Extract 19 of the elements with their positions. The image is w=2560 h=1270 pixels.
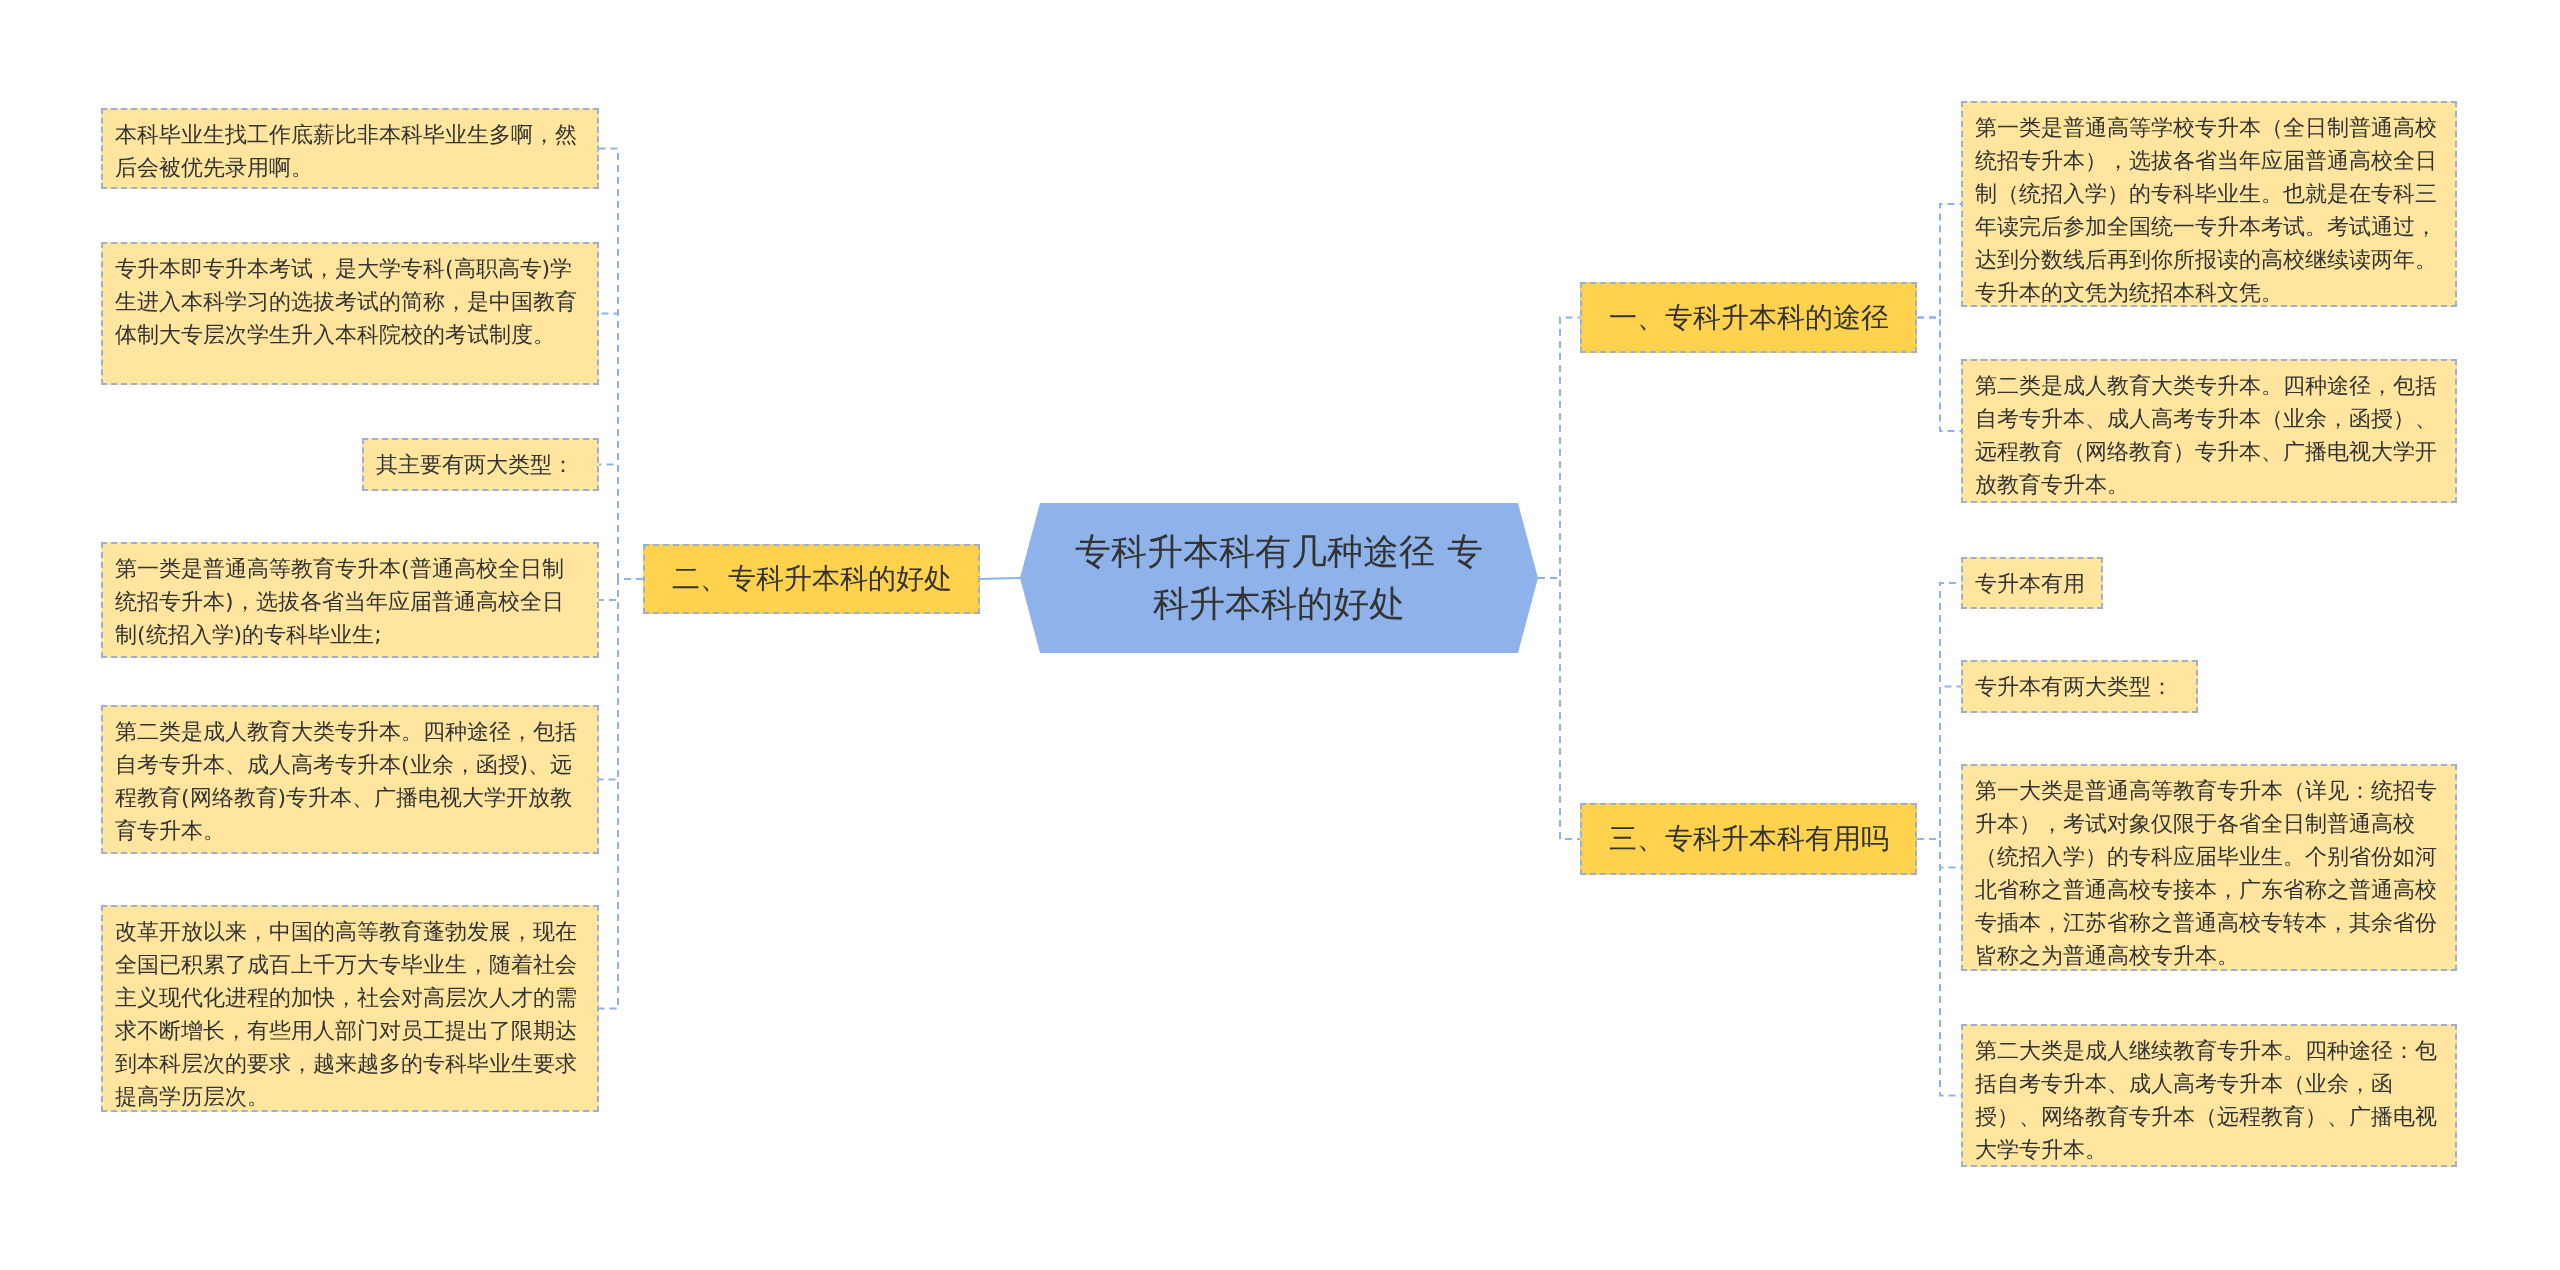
connector-line [979, 577, 1021, 580]
note-box: 其主要有两大类型： [362, 438, 599, 491]
note-box: 本科毕业生找工作底薪比非本科毕业生多啊，然后会被优先录用啊。 [101, 108, 599, 189]
note-box: 第二大类是成人继续教育专升本。四种途径：包括自考专升本、成人高考专升本（业余，函授）、网络教育专升本（远程教育）、广播电视大学专升本。 [1961, 1024, 2457, 1167]
note-box: 第一大类是普通高等教育专升本（详见：统招专升本），考试对象仅限于各省全日制普通高校（统招入学）的专科应届毕业生。个别省份如河北省称之普通高校专接本，广东省称之普通高校专插本，江苏省称之普通高校专转本，其余省份皆称之为普通高校专升本。 [1961, 764, 2457, 971]
topic-box: 三、专科升本科有用吗 [1580, 803, 1917, 875]
note-box: 第二类是成人教育大类专升本。四种途径，包括自考专升本、成人高考专升本（业余，函授）、远程教育（网络教育）专升本、广播电视大学开放教育专升本。 [1961, 359, 2457, 503]
note-box: 第一类是普通高等学校专升本（全日制普通高校统招专升本），选拔各省当年应届普通高校全日制（统招入学）的专科毕业生。也就是在专科三年读完后参加全国统一专升本考试。考试通过，达到分数线后再到你所报读的高校继续读两年。专升本的文凭为统招本科文凭。 [1961, 101, 2457, 307]
note-box: 改革开放以来，中国的高等教育蓬勃发展，现在全国已积累了成百上千万大专毕业生，随着社会主义现代化进程的加快，社会对高层次人才的需求不断增长，有些用人部门对员工提出了限期达到本科层次的要求，越来越多的专科毕业生要求提高学历层次。 [101, 905, 599, 1112]
note-box: 第一类是普通高等教育专升本(普通高校全日制统招专升本)，选拔各省当年应届普通高校全日制(统招入学)的专科毕业生; [101, 542, 599, 658]
connector-line [1537, 577, 1581, 840]
topic-box: 二、专科升本科的好处 [643, 544, 980, 614]
central-topic: 专科升本科有几种途径 专科升本科的好处 [1020, 503, 1538, 653]
topic-box: 一、专科升本科的途径 [1580, 282, 1917, 353]
note-box: 专升本即专升本考试，是大学专科(高职高专)学生进入本科学习的选拔考试的简称，是中国教育体制大专层次学生升入本科院校的考试制度。 [101, 242, 599, 385]
note-box: 第二类是成人教育大类专升本。四种途径，包括自考专升本、成人高考专升本(业余，函授)、远程教育(网络教育)专升本、广播电视大学开放教育专升本。 [101, 705, 599, 854]
note-box: 专升本有两大类型： [1961, 660, 2198, 713]
note-box: 专升本有用 [1961, 557, 2103, 609]
connector-line [1916, 316, 1962, 432]
